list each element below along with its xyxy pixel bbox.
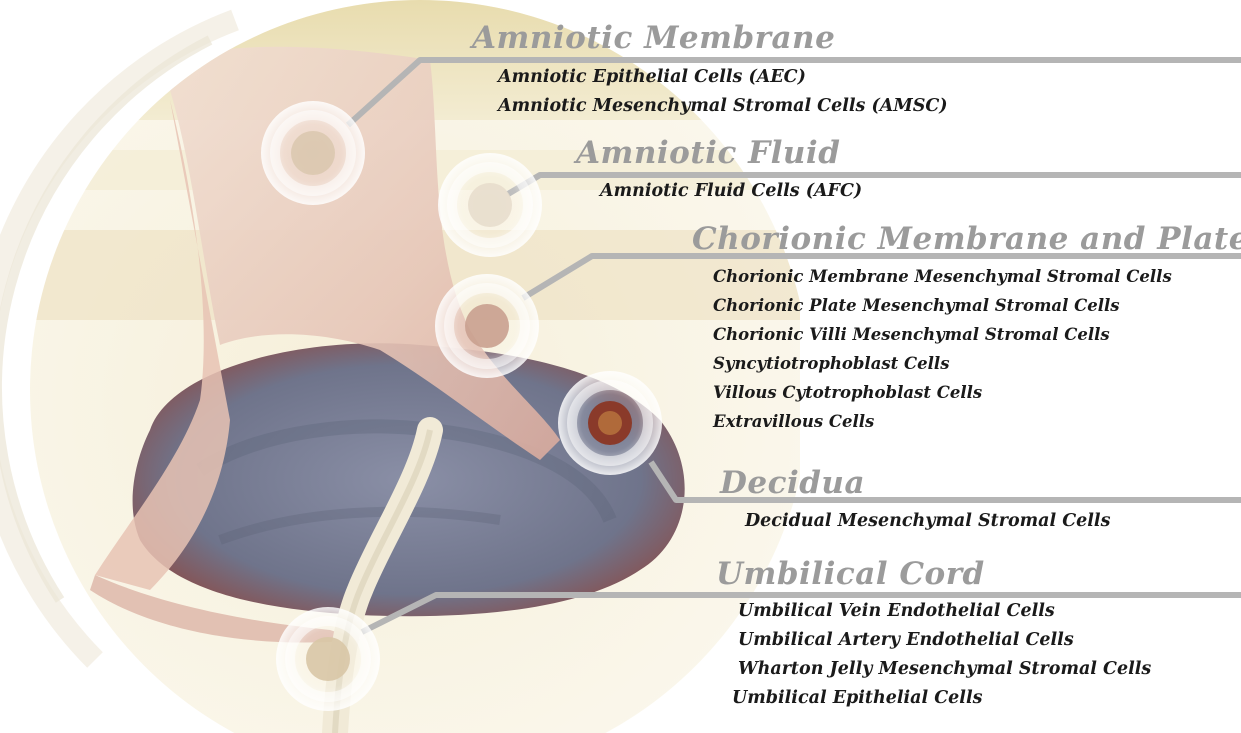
marker-amniotic-fluid (438, 153, 542, 257)
list-item: Chorionic Villi Mesenchymal Stromal Cell… (713, 320, 1172, 349)
list-item: Wharton Jelly Mesenchymal Stromal Cells (738, 655, 1151, 684)
section-title: Chorionic Membrane and Plate (692, 221, 1241, 257)
list-item: Amniotic Fluid Cells (AFC) (600, 177, 862, 206)
list-item: Chorionic Membrane Mesenchymal Stromal C… (713, 262, 1172, 291)
cell-list: Chorionic Membrane Mesenchymal Stromal C… (713, 262, 1172, 436)
list-item: Umbilical Artery Endothelial Cells (738, 626, 1151, 655)
marker-decidua (558, 371, 662, 475)
section-title: Amniotic Membrane (472, 20, 835, 56)
cell-list: Umbilical Vein Endothelial Cells Umbilic… (738, 597, 1151, 713)
list-item: Umbilical Epithelial Cells (732, 684, 1151, 713)
marker-amniotic-membrane (261, 101, 365, 205)
cell-list: Decidual Mesenchymal Stromal Cells (745, 507, 1110, 536)
list-item: Chorionic Plate Mesenchymal Stromal Cell… (713, 291, 1172, 320)
marker-umbilical (276, 607, 380, 711)
section-title: Umbilical Cord (716, 556, 985, 592)
section-title: Decidua (720, 465, 865, 501)
list-item: Extravillous Cells (713, 407, 1172, 436)
cell-list: Amniotic Fluid Cells (AFC) (600, 177, 862, 206)
list-item: Amniotic Mesenchymal Stromal Cells (AMSC… (498, 92, 948, 121)
marker-chorionic (435, 274, 539, 378)
list-item: Villous Cytotrophoblast Cells (713, 378, 1172, 407)
section-title: Amniotic Fluid (576, 135, 840, 171)
list-item: Decidual Mesenchymal Stromal Cells (745, 507, 1110, 536)
list-item: Syncytiotrophoblast Cells (713, 349, 1172, 378)
list-item: Umbilical Vein Endothelial Cells (738, 597, 1151, 626)
list-item: Amniotic Epithelial Cells (AEC) (498, 63, 948, 92)
cell-list: Amniotic Epithelial Cells (AEC) Amniotic… (498, 63, 948, 121)
